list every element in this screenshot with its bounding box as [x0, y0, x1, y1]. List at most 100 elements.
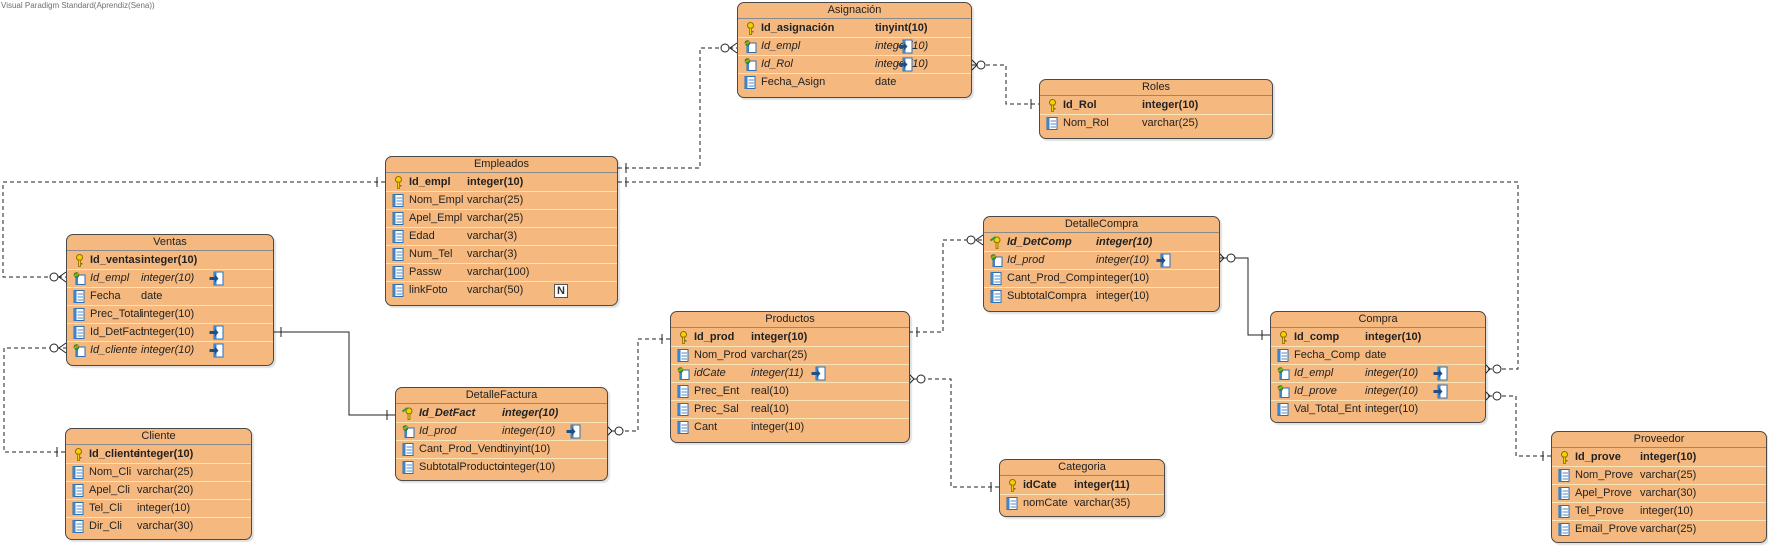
entity-title: Empleados	[386, 157, 617, 173]
rel-productos-detallefactura[interactable]	[607, 338, 670, 432]
column-name: Nom_Prove	[1575, 469, 1634, 481]
entity-title: DetalleCompra	[984, 217, 1219, 233]
foreign-key-reference-icon	[566, 424, 581, 439]
column-name: Tel_Cli	[89, 502, 123, 514]
many-mark	[58, 271, 67, 283]
primary-key-icon	[1006, 479, 1019, 492]
column-type: varchar(25)	[137, 466, 194, 478]
rel-roles-asignacion[interactable]	[972, 64, 1039, 105]
column-name: Id_cliente	[89, 448, 140, 460]
column-name: Id_ventas	[90, 254, 141, 266]
column-type: integer(10)	[1096, 290, 1150, 302]
column-type: varchar(25)	[467, 194, 524, 206]
rel-productos-detallecompra[interactable]	[909, 239, 983, 333]
column-name: Id_comp	[1294, 331, 1340, 343]
rel-ventas-detallefactura[interactable]	[273, 331, 395, 416]
rel-empleados-compra[interactable]	[618, 181, 1519, 370]
column-row[interactable]: Tel_Cli integer(10)	[66, 500, 251, 518]
column-type: integer(10)	[137, 502, 191, 514]
rel-compra-detallecompra[interactable]	[1219, 257, 1270, 336]
rel-empleados-asignacion[interactable]	[618, 47, 737, 169]
column-type: varchar(3)	[467, 230, 518, 242]
entity-title: Asignación	[738, 3, 971, 19]
rel-empleados-ventas[interactable]	[2, 181, 385, 278]
column-name: Id_prove	[1575, 451, 1621, 463]
column-icon	[990, 272, 1003, 285]
column-type: integer(11)	[1074, 479, 1130, 491]
foreign-key-icon	[1277, 385, 1290, 398]
rel-cliente-ventas[interactable]	[3, 347, 66, 453]
zero-mark	[916, 374, 926, 384]
foreign-key-reference-icon	[1156, 253, 1171, 268]
rel-categoria-productos[interactable]	[909, 378, 999, 488]
column-type: integer(10)	[1365, 403, 1419, 415]
zero-mark	[976, 60, 986, 70]
rel-proveedor-compra[interactable]	[1485, 395, 1551, 457]
column-type: varchar(20)	[137, 484, 194, 496]
column-type: date	[1365, 349, 1387, 361]
primary-key-icon	[73, 254, 86, 267]
column-name: Id_prove	[1294, 385, 1337, 397]
